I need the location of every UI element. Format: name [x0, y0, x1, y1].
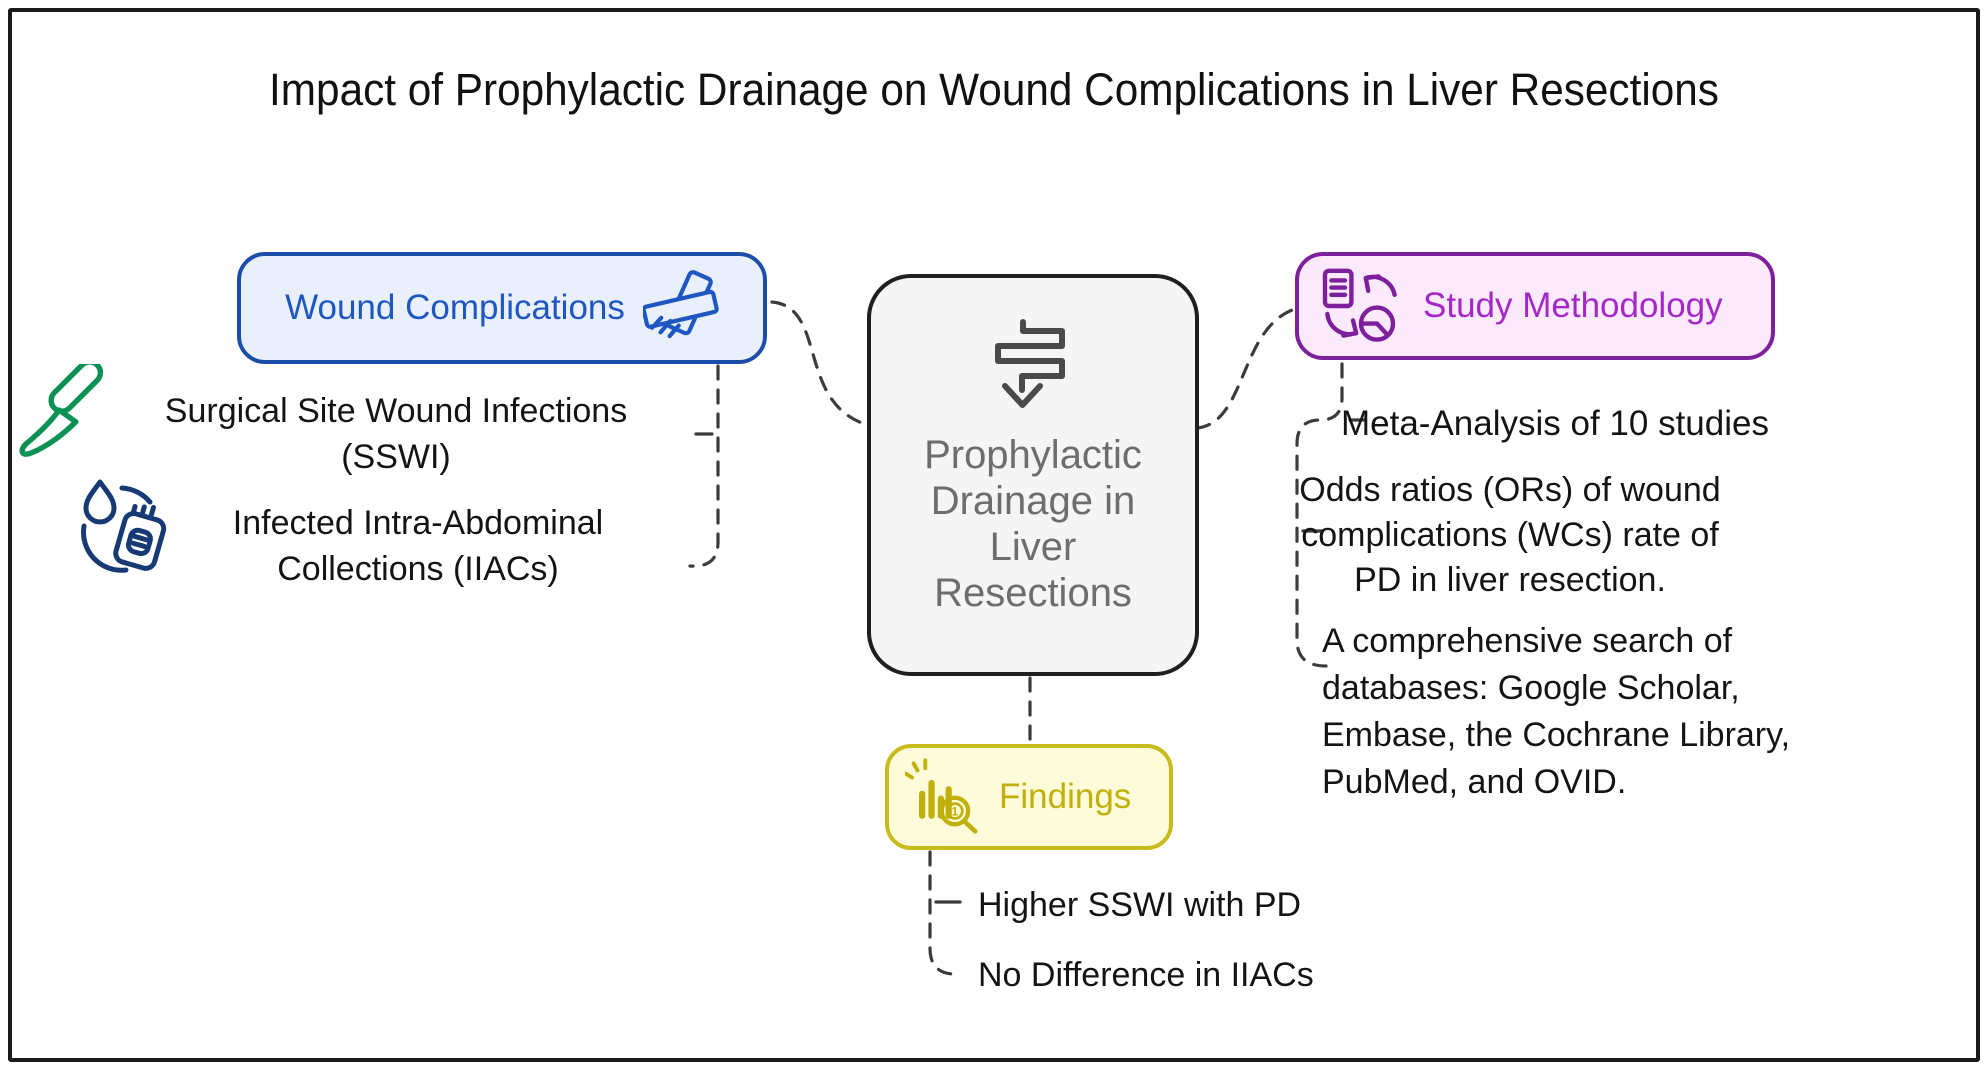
item-search-line1: A comprehensive search of — [1322, 622, 1733, 660]
item-odds-line1: Odds ratios (ORs) of wound — [1299, 471, 1721, 509]
central-line3: Liver — [989, 525, 1077, 569]
node-prophylactic-drainage: Prophylactic Drainage in Liver Resection… — [867, 274, 1199, 676]
item-no-difference: No Difference in IIACs — [978, 956, 1398, 995]
node-wound-complications: Wound Complications — [237, 252, 767, 364]
document-to-chart-icon — [1321, 266, 1401, 346]
study-methodology-label: Study Methodology — [1423, 286, 1723, 325]
connector-purple-trunk — [1295, 362, 1344, 668]
wound-complications-label: Wound Complications — [285, 288, 625, 327]
item-sswi: Surgical Site Wound Infections (SSWI) — [118, 388, 674, 480]
item-iiacs-line1: Infected Intra-Abdominal — [232, 504, 604, 542]
item-iiacs: Infected Intra-Abdominal Collections (II… — [150, 500, 686, 592]
central-line2: Drainage in — [930, 479, 1136, 523]
zigzag-arrow-down-icon — [979, 318, 1087, 418]
bandage-icon — [642, 270, 719, 346]
connector-blue-trunk — [688, 364, 720, 568]
node-study-methodology: Study Methodology — [1295, 252, 1775, 360]
item-search-line3: Embase, the Cochrane Library, — [1322, 716, 1791, 754]
item-search-line2: databases: Google Scholar, — [1322, 669, 1740, 707]
node-findings: 1 Findings — [885, 744, 1173, 850]
item-sswi-line1: Surgical Site Wound Infections — [164, 392, 628, 430]
item-odds-ratios: Odds ratios (ORs) of wound complications… — [1290, 468, 1730, 603]
item-odds-line3: PD in liver resection. — [1354, 561, 1666, 599]
item-nodiff-line1: No Difference in IIACs — [978, 956, 1314, 994]
item-search-line4: PubMed, and OVID. — [1322, 763, 1627, 801]
item-odds-line2: complications (WCs) rate of — [1301, 516, 1719, 554]
bar-chart-magnifier-icon: 1 — [905, 758, 983, 836]
item-meta-analysis: Meta-Analysis of 10 studies — [1330, 404, 1780, 444]
item-sswi-line2: (SSWI) — [341, 438, 451, 476]
findings-label: Findings — [999, 777, 1132, 816]
connector-findings-trunk — [928, 850, 957, 976]
item-higher-sswi: Higher SSWI with PD — [978, 886, 1398, 925]
item-iiacs-line2: Collections (IIACs) — [277, 550, 559, 588]
central-node-label: Prophylactic Drainage in Liver Resection… — [924, 432, 1142, 616]
svg-text:1: 1 — [952, 806, 959, 819]
connector-center-to-purple — [1195, 308, 1294, 430]
diagram-title: Impact of Prophylactic Drainage on Wound… — [269, 64, 1719, 115]
item-meta-line1: Meta-Analysis of 10 studies — [1341, 404, 1769, 443]
item-higher-line1: Higher SSWI with PD — [978, 886, 1302, 924]
central-line1: Prophylactic — [924, 433, 1142, 477]
scalpel-icon — [16, 364, 114, 462]
connector-blue-to-center — [770, 300, 864, 425]
item-database-search: A comprehensive search of databases: Goo… — [1322, 618, 1802, 806]
drainage-bag-icon — [74, 478, 174, 578]
central-line4: Resections — [934, 571, 1132, 615]
